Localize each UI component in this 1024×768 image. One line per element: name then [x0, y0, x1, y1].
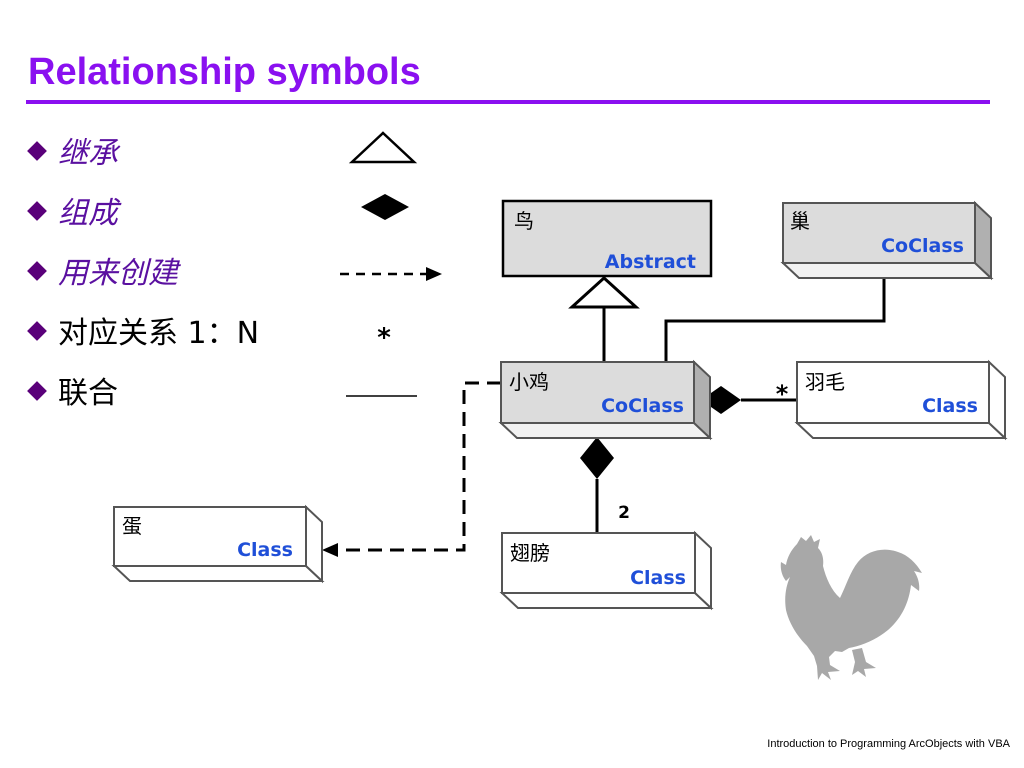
class-stereotype-bird: Abstract: [605, 251, 696, 273]
class-stereotype-egg: Class: [237, 539, 293, 561]
multiplicity-feather: *: [776, 380, 789, 408]
class-stereotype-nest: CoClass: [881, 235, 964, 257]
class-box-nest: 巢 CoClass: [780, 200, 994, 281]
legend-label: 联合: [58, 376, 118, 411]
multiplicity-wing: 2: [618, 503, 630, 523]
class-name-chick: 小鸡: [509, 370, 549, 394]
legend-label: 用来创建: [58, 256, 178, 291]
class-box-feather: 羽毛 Class: [794, 359, 1008, 441]
multiplicity-asterisk-symbol: *: [377, 323, 391, 353]
class-name-egg: 蛋: [122, 514, 142, 538]
legend-item-composition: 组成: [27, 194, 118, 234]
hollow-triangle-icon: [348, 131, 418, 164]
legend-item-association: 联合: [27, 374, 118, 414]
class-box-wing: 翅膀 Class: [499, 530, 714, 611]
legend-item-creates: 用来创建: [27, 254, 178, 294]
class-name-wing: 翅膀: [510, 541, 550, 565]
class-name-bird: 鸟: [514, 209, 534, 233]
legend-item-inheritance: 继承: [27, 134, 118, 174]
dashed-arrow-icon: [340, 267, 442, 281]
filled-diamond-icon: [361, 194, 409, 220]
legend-item-multiplicity: 对应关系 1：N: [27, 314, 260, 354]
association-connector: [664, 278, 886, 362]
slide-footer: Introduction to Programming ArcObjects w…: [767, 738, 1010, 750]
class-name-nest: 巢: [790, 209, 810, 233]
rooster-silhouette-icon: [780, 535, 922, 680]
legend-label: 组成: [58, 196, 118, 231]
class-stereotype-wing: Class: [630, 567, 686, 589]
composition-connector-wing: [580, 437, 614, 533]
legend-label: 对应关系 1：N: [58, 316, 260, 351]
inheritance-connector: [568, 275, 640, 362]
class-box-egg: 蛋 Class: [111, 504, 325, 584]
class-stereotype-feather: Class: [922, 395, 978, 417]
class-box-bird: 鸟 Abstract: [501, 199, 713, 278]
class-stereotype-chick: CoClass: [601, 395, 684, 417]
slide-title: Relationship symbols: [28, 51, 421, 93]
creates-connector: [322, 381, 501, 557]
class-name-feather: 羽毛: [805, 370, 845, 394]
title-underline: [26, 100, 990, 104]
class-box-chick: 小鸡 CoClass: [498, 359, 713, 441]
legend-label: 继承: [58, 136, 118, 171]
